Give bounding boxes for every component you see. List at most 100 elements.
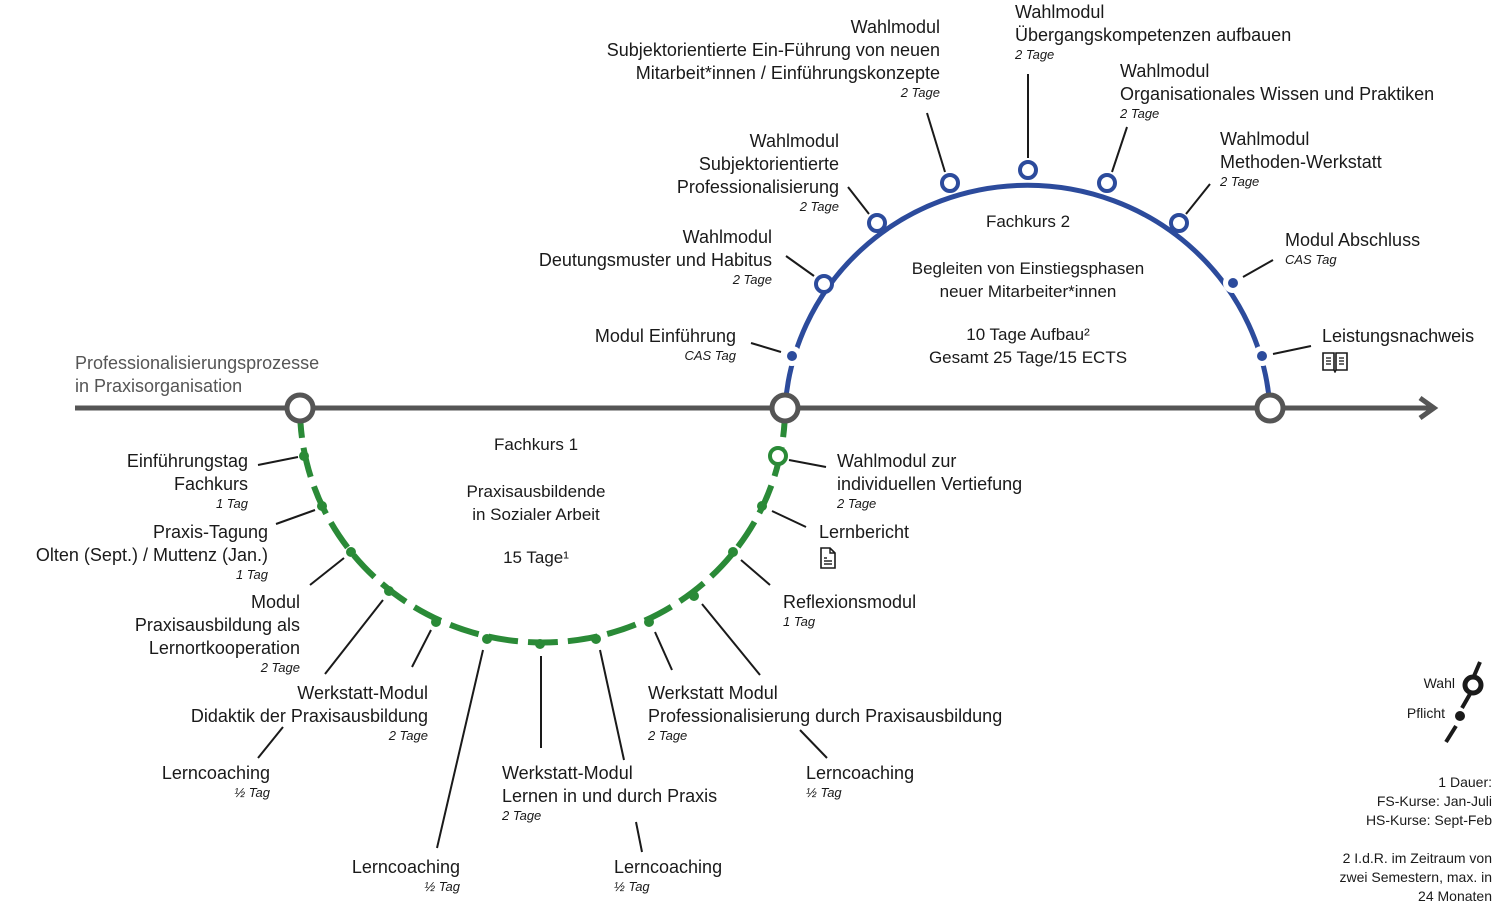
- fachkurs2-station-wahl-marker[interactable]: [1169, 213, 1189, 233]
- module-duration: 1 Tag: [235, 567, 268, 582]
- fachkurs1-station-pflicht-marker[interactable]: [384, 586, 394, 596]
- module-duration: 2 Tage: [1015, 47, 1055, 62]
- module-title-line: Lernbericht: [819, 522, 910, 542]
- fachkurs1-station-pflicht-marker[interactable]: [728, 547, 738, 557]
- footnote-2: 2 I.d.R. im Zeitraum von zwei Semestern,…: [1340, 849, 1493, 906]
- module-title-line: Übergangskompetenzen aufbauen: [1015, 25, 1292, 45]
- module-title-line: Wahlmodul: [1015, 2, 1105, 22]
- legend-graphic: [1444, 661, 1484, 744]
- module-title-line: Organisationales Wissen und Praktiken: [1120, 84, 1435, 104]
- fachkurs1-station-pflicht-marker[interactable]: [757, 501, 767, 511]
- leader-line: [1185, 183, 1211, 215]
- leader-line: [1272, 345, 1312, 355]
- timeline-hub-marker: [1254, 392, 1286, 424]
- module-duration: 2 Tage: [502, 808, 542, 823]
- fachkurs1-station-pflicht-marker[interactable]: [689, 591, 699, 601]
- module-label[interactable]: Leistungsnachweis: [1322, 325, 1474, 379]
- module-title-line: Subjektorientierte Ein-Führung von neuen: [606, 40, 940, 60]
- fachkurs2-duration: Gesamt 25 Tage/15 ECTS: [928, 348, 1128, 367]
- module-duration: CAS Tag: [1285, 252, 1337, 267]
- stations: [284, 160, 1286, 649]
- fachkurs1-station-pflicht-marker[interactable]: [644, 617, 654, 627]
- timeline-hub-marker: [769, 392, 801, 424]
- leader-line: [275, 509, 316, 525]
- fachkurs2-station-pflicht-marker[interactable]: [787, 351, 797, 361]
- leader-line: [257, 726, 284, 759]
- fachkurs2-subtitle: Begleiten von Einstiegsphasen: [911, 259, 1145, 278]
- module-label[interactable]: Lernbericht: [819, 521, 909, 575]
- fachkurs1-station-pflicht-marker[interactable]: [317, 501, 327, 511]
- leader-line: [599, 649, 625, 761]
- legend-wahl-label: Wahl: [1423, 675, 1455, 691]
- module-title-line: Modul: [250, 592, 300, 612]
- module-title-line: Werkstatt-Modul: [502, 763, 633, 783]
- timeline-hub-marker: [284, 392, 316, 424]
- fachkurs2-track: [782, 182, 1273, 409]
- fachkurs2-station-wahl-marker[interactable]: [940, 173, 960, 193]
- leader-line: [771, 510, 807, 528]
- fachkurs2-station-pflicht-marker[interactable]: [1228, 278, 1238, 288]
- module-title-line: Olten (Sept.) / Muttenz (Jan.): [35, 545, 268, 565]
- timeline-arrow-icon: [1418, 395, 1439, 421]
- module-title-line: Werkstatt Modul: [648, 683, 778, 703]
- fachkurs2-station-pflicht-marker[interactable]: [1257, 351, 1267, 361]
- module-title-line: Wahlmodul: [682, 227, 772, 247]
- fachkurs1-title: Fachkurs 1: [493, 435, 579, 454]
- module-duration: ½ Tag: [614, 879, 650, 894]
- footnote-line: zwei Semestern, max. in: [1339, 869, 1493, 885]
- fachkurs2-station-wahl-marker[interactable]: [1018, 160, 1038, 180]
- fachkurs1-station-pflicht-marker[interactable]: [346, 547, 356, 557]
- module-duration: 2 Tage: [799, 199, 839, 214]
- fachkurs2-station-wahl-marker[interactable]: [814, 274, 834, 294]
- fachkurs1-station-pflicht-marker[interactable]: [299, 451, 309, 461]
- footnote-1: 1 Dauer: FS-Kurse: Jan-Juli HS-Kurse: Se…: [1366, 773, 1492, 830]
- fachkurs1-station-wahl-marker[interactable]: [768, 446, 788, 466]
- module-title-line: Didaktik der Praxisausbildung: [190, 706, 428, 726]
- module-title-line: Wahlmodul: [850, 17, 940, 37]
- fachkurs1-station-pflicht-marker[interactable]: [535, 639, 545, 649]
- leader-line: [411, 629, 432, 668]
- fachkurs1-station-pflicht-marker[interactable]: [431, 617, 441, 627]
- module-duration: 1 Tag: [783, 614, 816, 629]
- module-title-line: Modul Abschluss: [1285, 230, 1421, 250]
- module-duration: 2 Tage: [900, 85, 940, 100]
- fachkurs2-station-wahl-marker[interactable]: [1097, 173, 1117, 193]
- fachkurs1-station-pflicht-marker[interactable]: [591, 634, 601, 644]
- fachkurs2-station-wahl-marker[interactable]: [867, 213, 887, 233]
- footnote-line: 24 Monaten: [1418, 888, 1492, 904]
- leader-line: [654, 631, 673, 671]
- module-title-line: Lerncoaching: [806, 763, 915, 783]
- fachkurs2-subtitle: neuer Mitarbeiter*innen: [939, 282, 1117, 301]
- legend-pflicht-marker: [1455, 711, 1465, 721]
- leader-line: [750, 342, 782, 353]
- fachkurs1-station-pflicht-marker[interactable]: [482, 634, 492, 644]
- leader-lines: [257, 74, 1312, 853]
- module-title-line: Praxisausbildung als: [134, 615, 300, 635]
- footnote-line: FS-Kurse: Jan-Juli: [1376, 793, 1492, 809]
- leader-line: [1242, 259, 1274, 278]
- legend-wahl-marker: [1462, 674, 1484, 696]
- module-duration: 1 Tag: [215, 496, 248, 511]
- module-duration: 2 Tage: [1120, 106, 1160, 121]
- leader-line: [635, 821, 643, 853]
